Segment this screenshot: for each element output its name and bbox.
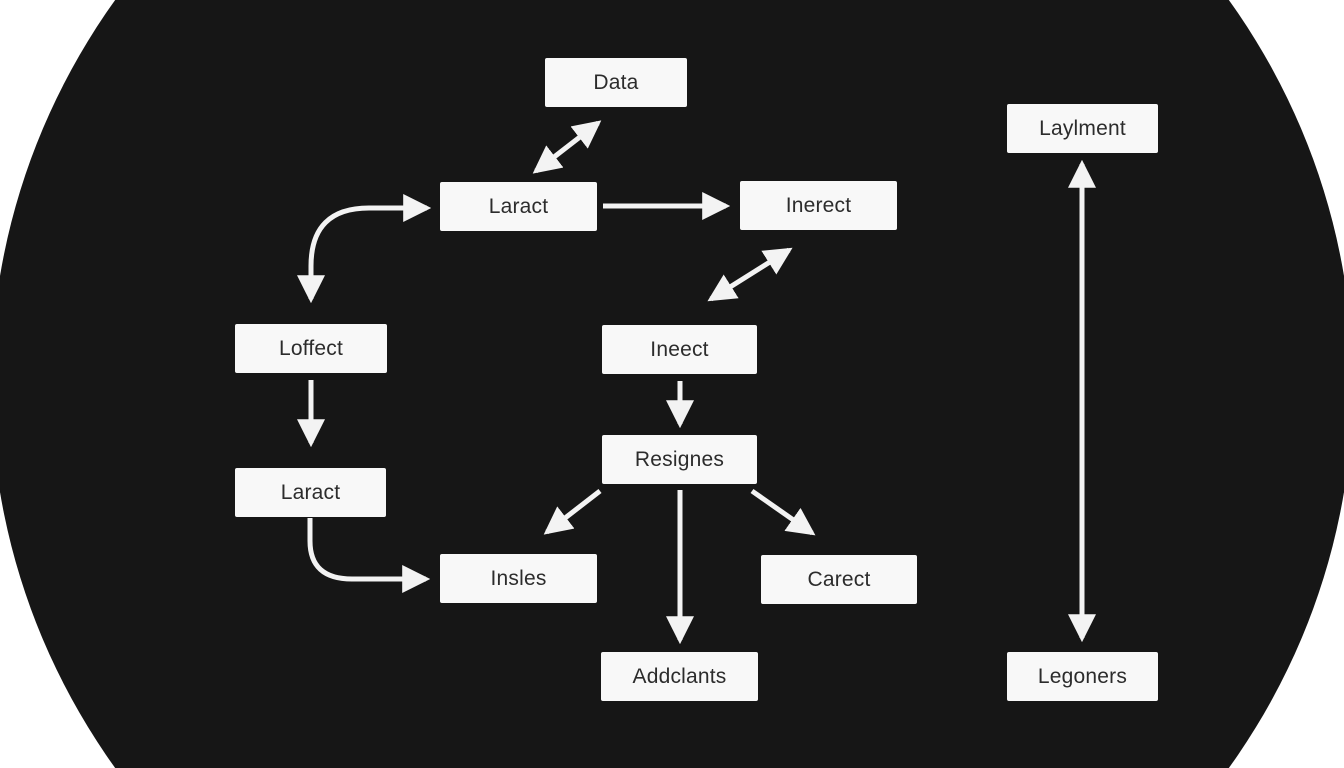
node-resignes: Resignes bbox=[602, 435, 757, 484]
node-inerect: Inerect bbox=[740, 181, 897, 230]
node-ineect: Ineect bbox=[602, 325, 757, 374]
node-laylment: Laylment bbox=[1007, 104, 1158, 153]
node-addclants: Addclants bbox=[601, 652, 758, 701]
node-legoners: Legoners bbox=[1007, 652, 1158, 701]
node-insles: Insles bbox=[440, 554, 597, 603]
node-laract-left: Laract bbox=[235, 468, 386, 517]
node-laract-top: Laract bbox=[440, 182, 597, 231]
node-carect: Carect bbox=[761, 555, 917, 604]
node-loffect: Loffect bbox=[235, 324, 387, 373]
node-data: Data bbox=[545, 58, 687, 107]
